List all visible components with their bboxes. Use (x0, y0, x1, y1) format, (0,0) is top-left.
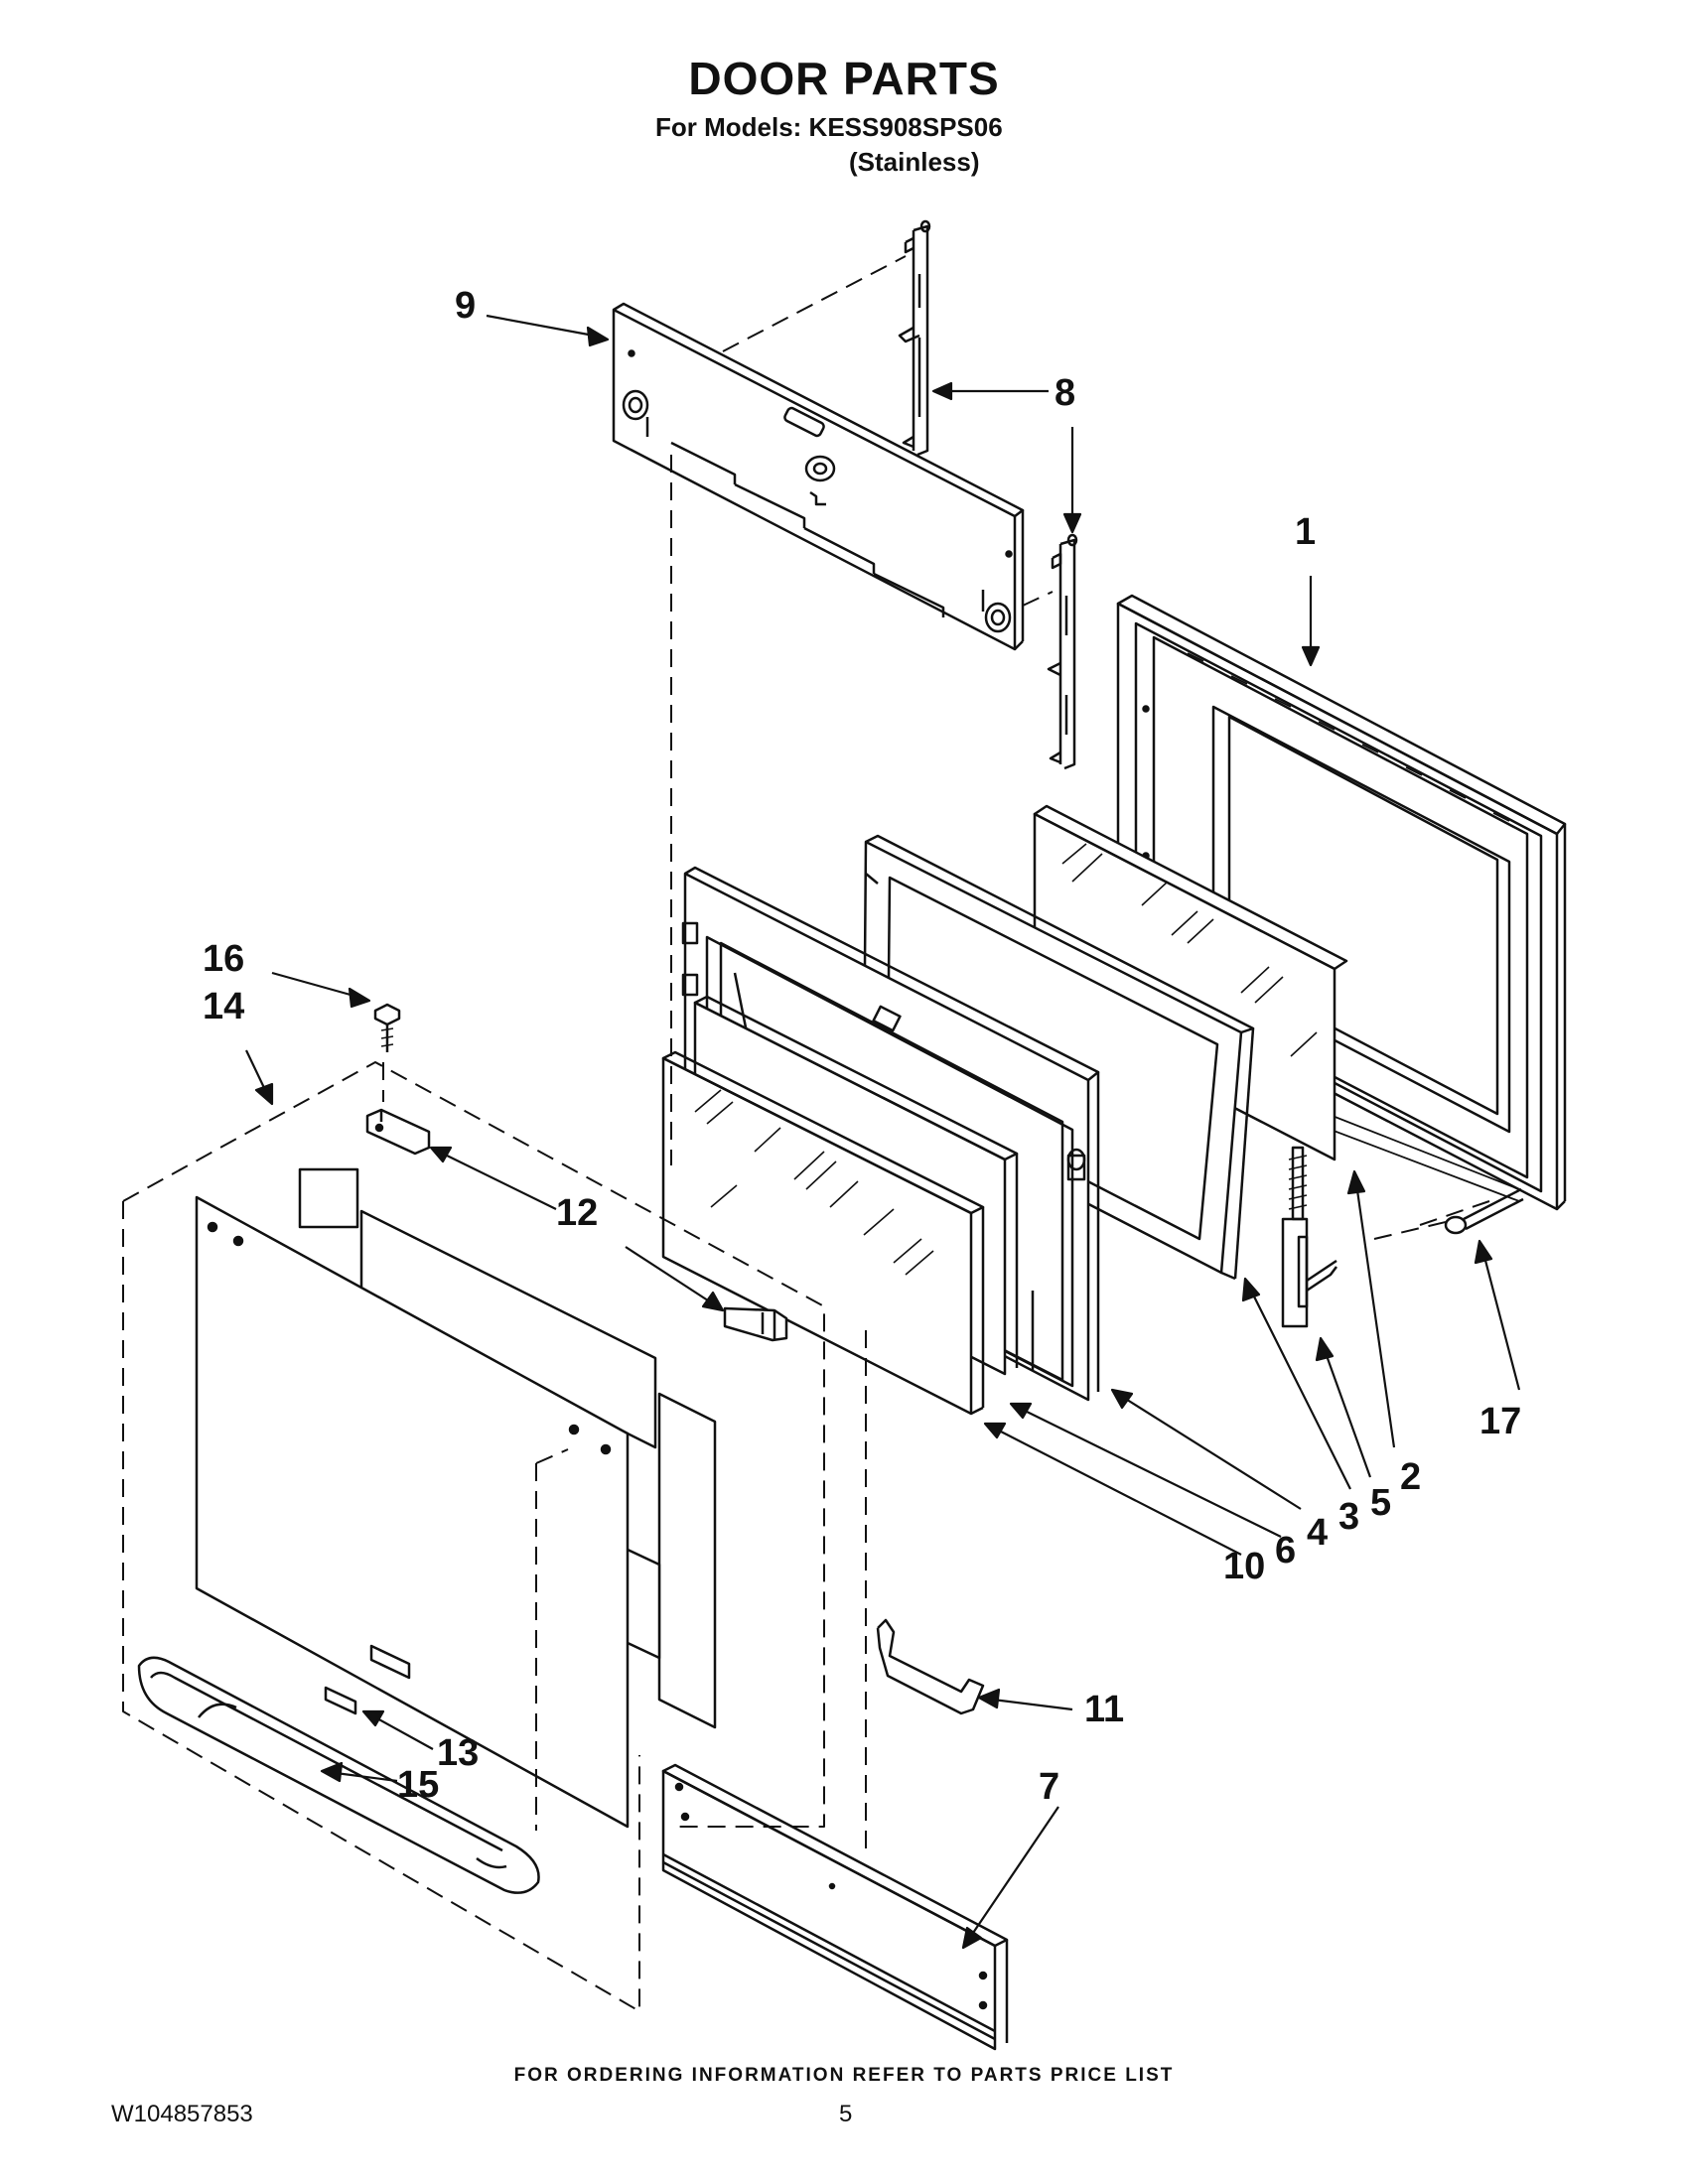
part-13-badge (324, 1644, 411, 1715)
callout-10: 10 (1223, 1546, 1265, 1587)
callout-13: 13 (437, 1732, 479, 1774)
part-12-upper-clip (365, 1108, 431, 1156)
part-11-bracket (876, 1618, 985, 1715)
callout-3: 3 (1338, 1496, 1359, 1538)
page-number: 5 (839, 2101, 853, 2127)
part-8-upper-bracket (898, 219, 931, 457)
ordering-note: FOR ORDERING INFORMATION REFER TO PARTS … (513, 2065, 1175, 2086)
callout-1: 1 (1295, 511, 1316, 553)
callout-11: 11 (1084, 1689, 1124, 1730)
callout-16: 16 (203, 938, 244, 980)
finish-line: (Stainless) (849, 147, 980, 177)
document-number: W104857853 (111, 2101, 253, 2127)
callout-12: 12 (556, 1192, 598, 1234)
part-7-lower-trim (661, 1763, 1009, 2051)
callout-9: 9 (455, 285, 476, 327)
callout-6: 6 (1275, 1530, 1296, 1571)
callout-15: 15 (397, 1764, 439, 1806)
callout-8: 8 (1055, 372, 1075, 414)
leader-lines (245, 314, 1521, 1950)
callout-4: 4 (1307, 1512, 1328, 1554)
models-line: For Models: KESS908SPS06 (655, 112, 1003, 142)
part-12-lower-clip (723, 1306, 788, 1342)
part-17-screw (1444, 1187, 1524, 1235)
part-2-rear-glass (1033, 804, 1348, 1161)
callout-2: 2 (1400, 1456, 1421, 1498)
part-9-top-trim-panel (612, 302, 1025, 651)
part-8-lower-bracket (1047, 533, 1078, 770)
callout-numbers: 9 8 1 16 14 12 17 2 5 3 4 6 10 11 7 13 1… (203, 285, 1521, 1808)
assembly-dashed-lines (122, 255, 1490, 2012)
callout-17: 17 (1479, 1401, 1521, 1442)
part-14-outer-door-glass (195, 1167, 717, 1829)
part-5-hinge (1281, 1146, 1337, 1328)
callout-5: 5 (1370, 1482, 1391, 1524)
callout-7: 7 (1039, 1766, 1059, 1808)
page-title: DOOR PARTS (688, 53, 1000, 104)
part-16-screw (373, 1003, 401, 1052)
callout-14: 14 (203, 986, 244, 1027)
